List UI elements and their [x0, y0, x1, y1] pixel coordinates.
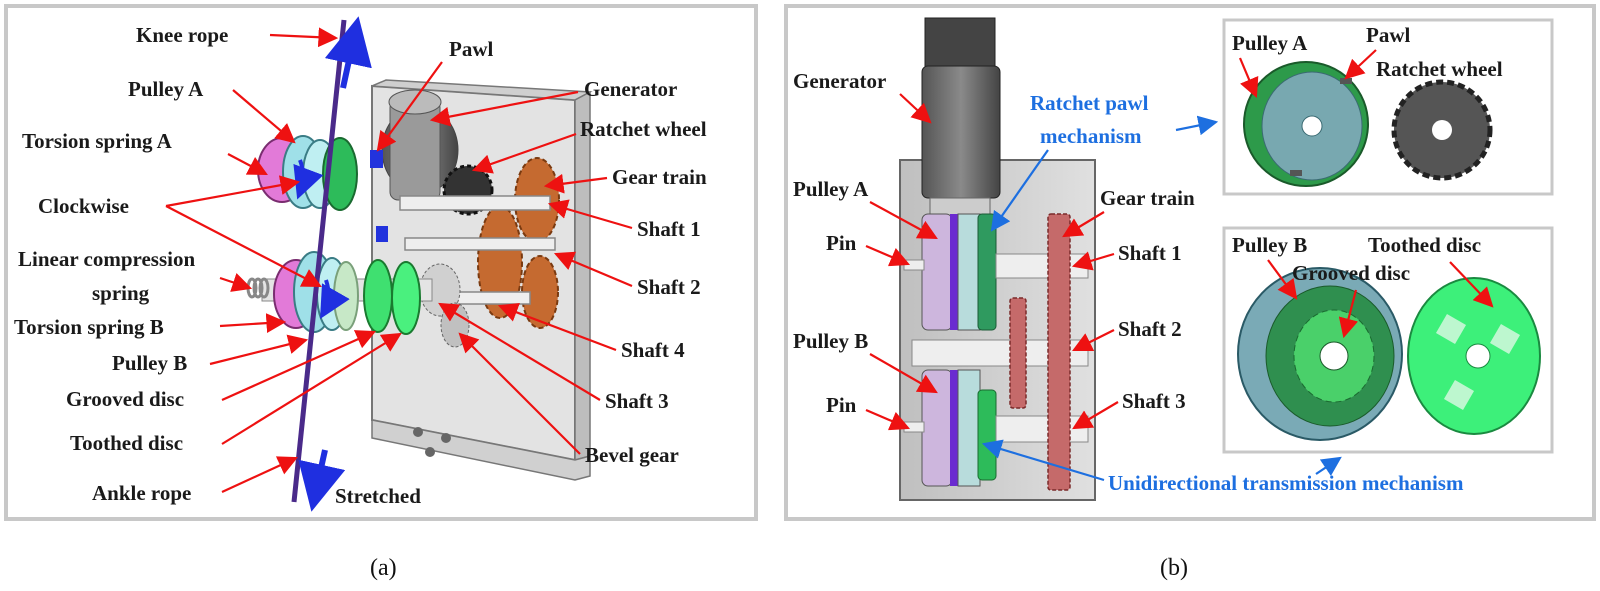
- label-gear-train: Gear train: [612, 165, 707, 189]
- label-torsion-spring-a: Torsion spring A: [22, 129, 173, 153]
- label-torsion-spring-b: Torsion spring B: [14, 315, 164, 339]
- inset-unidirectional: Pulley B Toothed disc Grooved disc: [1222, 226, 1554, 454]
- label-linear-compression-spring: Linear compression: [18, 247, 195, 271]
- label-shaft-2-b: Shaft 2: [1118, 317, 1182, 341]
- label-inset-toothed-disc: Toothed disc: [1368, 233, 1481, 257]
- label-pulley-b: Pulley B: [112, 351, 187, 375]
- label-pin-top: Pin: [826, 231, 857, 255]
- label-inset-pulley-b: Pulley B: [1232, 233, 1307, 257]
- pawl-part: [370, 150, 383, 168]
- label-shaft-4: Shaft 4: [621, 338, 685, 362]
- label-pulley-a: Pulley A: [128, 77, 204, 101]
- label-generator: Generator: [584, 77, 677, 101]
- label-pawl: Pawl: [449, 37, 493, 61]
- label-shaft-3-b: Shaft 3: [1122, 389, 1186, 413]
- label-unidirectional: Unidirectional transmission mechanism: [1108, 471, 1464, 495]
- label-ankle-rope: Ankle rope: [92, 481, 191, 505]
- caption-b: (b): [1160, 555, 1188, 581]
- label-pin-bottom: Pin: [826, 393, 857, 417]
- label-inset-pulley-a: Pulley A: [1232, 31, 1308, 55]
- label-clockwise: Clockwise: [38, 194, 129, 218]
- label-linear-compression-spring-line2: spring: [92, 281, 150, 305]
- label-shaft-1: Shaft 1: [637, 217, 701, 241]
- label-ratchet-pawl-line2: mechanism: [1040, 124, 1142, 148]
- ankle-rope-direction-arrow: [298, 449, 346, 512]
- label-pulley-b-b: Pulley B: [793, 329, 868, 353]
- inset-ratchet-pawl: Pulley A Pawl Ratchet wheel: [1222, 18, 1554, 196]
- label-ratchet-wheel: Ratchet wheel: [580, 117, 707, 141]
- label-shaft-3: Shaft 3: [605, 389, 669, 413]
- label-generator-b: Generator: [793, 69, 886, 93]
- label-shaft-2: Shaft 2: [637, 275, 701, 299]
- label-knee-rope: Knee rope: [136, 23, 228, 47]
- clockwise-arrow-a: [293, 159, 324, 200]
- generator-part-b: [921, 17, 1001, 217]
- clockwise-arrow-b: [320, 279, 350, 319]
- caption-a: (a): [370, 555, 397, 581]
- label-grooved-disc: Grooved disc: [66, 387, 184, 411]
- pin-part: [376, 226, 388, 242]
- pulley-a-part-b: [921, 213, 997, 331]
- knee-rope-direction-arrow: [324, 16, 372, 89]
- label-bevel-gear: Bevel gear: [585, 443, 679, 467]
- label-inset-ratchet-wheel: Ratchet wheel: [1376, 57, 1503, 81]
- label-toothed-disc: Toothed disc: [70, 431, 183, 455]
- label-shaft-1-b: Shaft 1: [1118, 241, 1182, 265]
- gear-train-part-b: [1009, 213, 1071, 491]
- panel-b: Generator Ratchet pawl mechanism Pulley …: [784, 4, 1596, 581]
- label-ratchet-pawl: Ratchet pawl: [1030, 91, 1149, 115]
- shafts-b: [903, 253, 1089, 443]
- panel-a-leader-arrows: [165, 27, 633, 493]
- label-inset-pawl: Pawl: [1366, 23, 1410, 47]
- label-stretched: Stretched: [335, 484, 421, 508]
- panel-b-leader-arrows: [865, 93, 1342, 482]
- pulley-a-part: [257, 135, 358, 211]
- label-inset-grooved-disc: Grooved disc: [1292, 261, 1410, 285]
- panel-a: Knee rope Pulley A Torsion spring A Cloc…: [4, 4, 758, 581]
- label-gear-train-b: Gear train: [1100, 186, 1195, 210]
- label-pulley-a-b: Pulley A: [793, 177, 869, 201]
- rope: [291, 19, 347, 503]
